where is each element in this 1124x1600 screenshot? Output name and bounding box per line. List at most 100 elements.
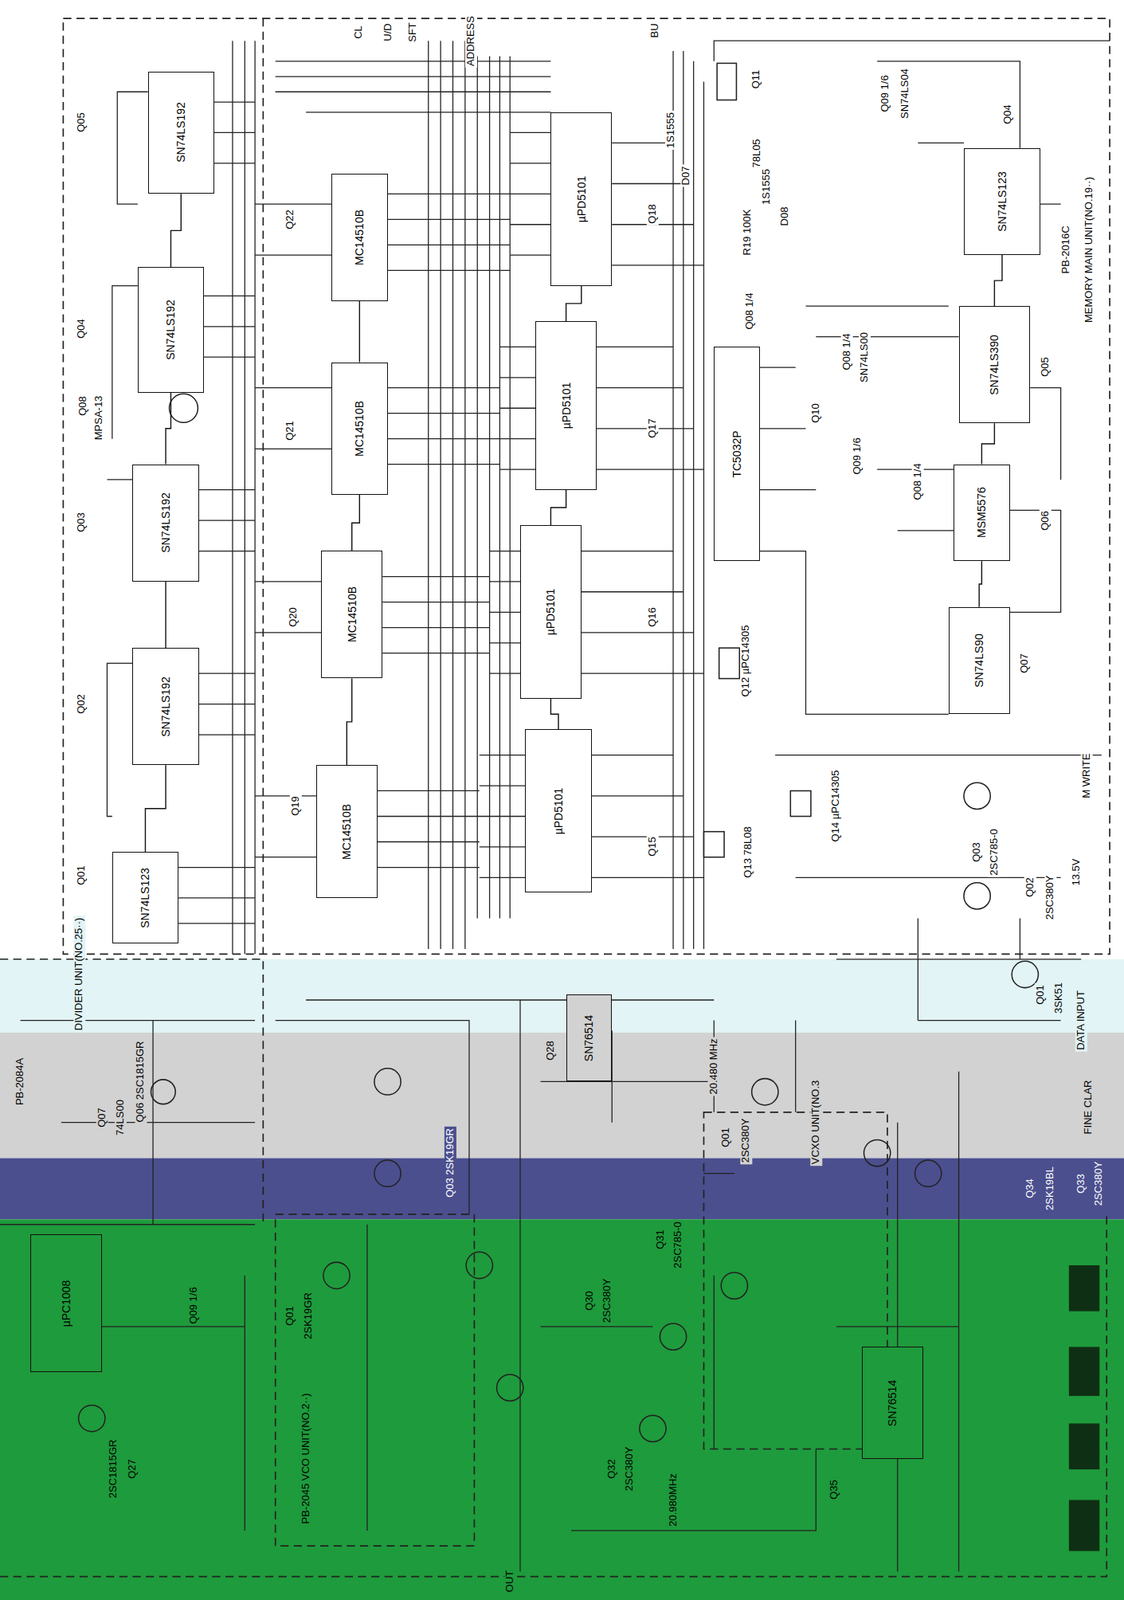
part-number: SN74LS90 [972,633,987,688]
part-number: MC14510B [340,802,354,859]
component-label: Q17 [646,416,659,440]
component-label: MEMORY MAIN UNIT(NO.19··) [1083,175,1096,325]
component-label: 2SC380Y [601,1276,614,1325]
component-label: Q08 1/4 [912,461,925,502]
gray-band [0,1032,1124,1159]
component-label: PB-2016C [1060,224,1073,276]
part-number: SN74LS192 [174,102,188,164]
component-label: Q34 [1024,1176,1037,1200]
component-label: Q30 [583,1288,596,1312]
chip-text-group: SN74LS192 [159,676,173,737]
component-label: 3SK51 [1053,980,1066,1015]
component-label: Q03 [971,840,984,864]
ic-chip: SN74LS192 [132,464,199,582]
component-label: Q32 [606,1456,619,1481]
chip-text-group: SN74LS192 [159,492,173,553]
component-label: 2SC1815GR [108,1437,121,1500]
component-label: Q19 [289,794,302,818]
signal-connector [144,764,166,852]
component-label: PB-2084A [14,1056,27,1107]
chip-text-group: TC5032P [730,430,745,478]
component-label: 2SC380Y [740,1116,753,1165]
component-label: 1S1555 [760,167,773,207]
component-label: Q15 [646,834,659,858]
component-label: Q27 [126,1456,139,1481]
component-label: Q09 1/6 [850,435,863,476]
component-label: Q03 2SK19GR [444,1126,457,1199]
part-number: µPD5101 [544,588,558,636]
chip-text-group: µPD5101 [574,175,588,223]
component-label: 2SK19GR [302,1290,315,1341]
component-label: Q33 [1075,1171,1088,1195]
part-number: MC14510B [352,400,367,457]
ic-chip: µPD5101 [535,321,597,490]
component-label: Q08 1/4 [840,332,853,373]
ic-chip: µPC1008 [30,1233,102,1372]
component-label: Q10 [810,401,823,425]
component-label: Q20 [287,605,300,629]
component-label: Q31 [654,1227,667,1251]
ic-chip: SN76514 [861,1346,924,1459]
ic-chip: SN74LS90 [948,607,1011,714]
part-number: SN74LS123 [995,171,1010,232]
signal-connector [566,285,582,322]
component-label: 13.5V [1069,857,1082,888]
component-label: Q14 µPC14305 [830,768,843,844]
ic-chip: SN76514 [566,994,613,1081]
component-label: 2SC785-0 [672,1219,685,1270]
signal-connector [550,489,566,526]
signal-connector [550,698,559,729]
component-label: BU [649,21,662,40]
chip-text-group: SN74LS123 [995,171,1010,232]
signal-connector [165,392,171,465]
component-label: Q06 2SC1815GR [134,1038,147,1124]
part-number: SN74LS192 [164,299,178,361]
component-label: DIVIDER UNIT(NO.25··) [73,916,86,1033]
component-label: Q13 78L08 [741,824,754,879]
component-label: ADDRESS [465,14,478,68]
component-label: Q18 [646,203,659,227]
ic-chip: MC14510B [316,764,378,897]
chip-text-group: MSM5576 [975,486,989,538]
signal-connector [164,581,166,648]
ic-chip: MSM5576 [953,464,1010,562]
signal-connector [981,422,995,464]
part-number: SN76514 [582,1014,596,1062]
component-label: Q09 1/6 [879,74,892,114]
part-number: MSM5576 [975,486,989,538]
signal-connector [346,677,352,765]
component-label: 20.480 MHz [708,1036,721,1096]
component-label: M WRITE [1080,751,1093,799]
chip-text-group: µPC1008 [59,1279,74,1327]
component-label: Q22 [284,207,297,232]
component-label: Q16 [646,605,659,629]
component-label: 20.980MHz [667,1471,680,1528]
ic-chip: SN74LS192 [148,71,215,195]
component-label: Q04 [75,317,88,341]
component-label: PB-2045 VCO UNIT(NO.2··) [300,1391,313,1526]
chip-text-group: µPD5101 [544,588,558,636]
component-label: Q02 [75,692,88,716]
component-label: 78L05 [751,137,764,169]
wires [0,40,1110,1571]
signal-connector [359,301,361,363]
signal-connector [352,494,361,551]
component-label: Q28 [544,1038,557,1062]
component-label: Q04 [1001,102,1014,126]
component-label: D07 [680,164,693,187]
component-label: Q05 [1039,356,1052,380]
component-label: Q02 [1024,876,1037,900]
chip-text-group: SN76514 [885,1378,900,1426]
component-label: R19 100K [741,207,754,258]
component-label: Q09 1/6 [187,1285,200,1326]
blue-band [0,1157,1124,1219]
unit-outline [0,18,1110,1576]
component-label: Q05 [75,110,88,134]
component-label: D08 [779,204,792,228]
chip-text-group: SN74LS192 [164,299,178,361]
component-label: 2SC785-0 [988,826,1001,878]
component-label: Q08 1/4 [744,290,756,331]
ic-chip: TC5032P [713,346,760,561]
small-parts [703,62,811,857]
